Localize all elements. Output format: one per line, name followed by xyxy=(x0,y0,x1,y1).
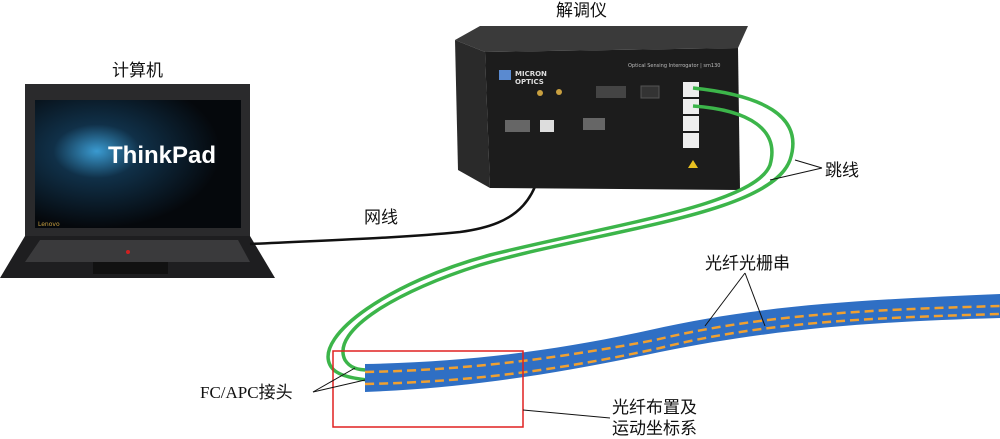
serial-port xyxy=(505,120,530,132)
device-side xyxy=(455,40,490,188)
laptop: ThinkPad Lenovo xyxy=(0,84,275,278)
model-label: Optical Sensing Interrogator | sm130 xyxy=(628,63,720,69)
label-network-cable: 网线 xyxy=(364,208,398,228)
lan-port xyxy=(540,120,554,132)
laser-warning-icon xyxy=(688,160,698,168)
label-layout-line2: 运动坐标系 xyxy=(612,419,697,439)
fiber-channel-ports xyxy=(683,82,699,148)
label-connector: FC/APC接头 xyxy=(200,383,293,402)
thinkpad-logo: ThinkPad xyxy=(108,142,216,169)
channel-port-1 xyxy=(683,82,699,97)
sync-out xyxy=(537,90,543,96)
network-cable xyxy=(249,139,547,246)
channel-port-3 xyxy=(683,116,699,131)
power-connector xyxy=(596,86,626,98)
brand-line1: MICRON xyxy=(515,70,547,78)
keyboard xyxy=(25,240,250,262)
power-switch xyxy=(640,85,660,99)
fbg-string xyxy=(364,304,1000,374)
brand-line2: OPTICS xyxy=(515,78,544,86)
touchpad xyxy=(93,262,168,274)
patch-cord-1 xyxy=(341,86,795,372)
fbg-string-2 xyxy=(364,312,1000,386)
structure-band xyxy=(365,294,1000,392)
leader-lines xyxy=(312,159,823,419)
label-computer: 计算机 xyxy=(112,61,163,81)
device-front xyxy=(485,48,740,190)
patch-cord-2 xyxy=(326,104,774,382)
label-fbg-string: 光纤光栅串 xyxy=(705,254,790,274)
coordinate-region-box xyxy=(332,350,524,428)
laptop-screen xyxy=(35,100,241,228)
device-top xyxy=(455,26,748,52)
label-layout-line1: 光纤布置及 xyxy=(612,398,697,418)
sync-in xyxy=(556,89,562,95)
lenovo-logo: Lenovo xyxy=(38,221,60,228)
interrogator-device: MICRON OPTICS Optical Sensing Interrogat… xyxy=(455,26,748,190)
label-patch-cord: 跳线 xyxy=(825,161,859,181)
micron-logo-icon xyxy=(499,70,511,80)
label-interrogator: 解调仪 xyxy=(556,1,607,21)
vga-port xyxy=(583,118,605,130)
channel-port-4 xyxy=(683,133,699,148)
trackpoint xyxy=(126,250,130,254)
channel-port-2 xyxy=(683,99,699,114)
